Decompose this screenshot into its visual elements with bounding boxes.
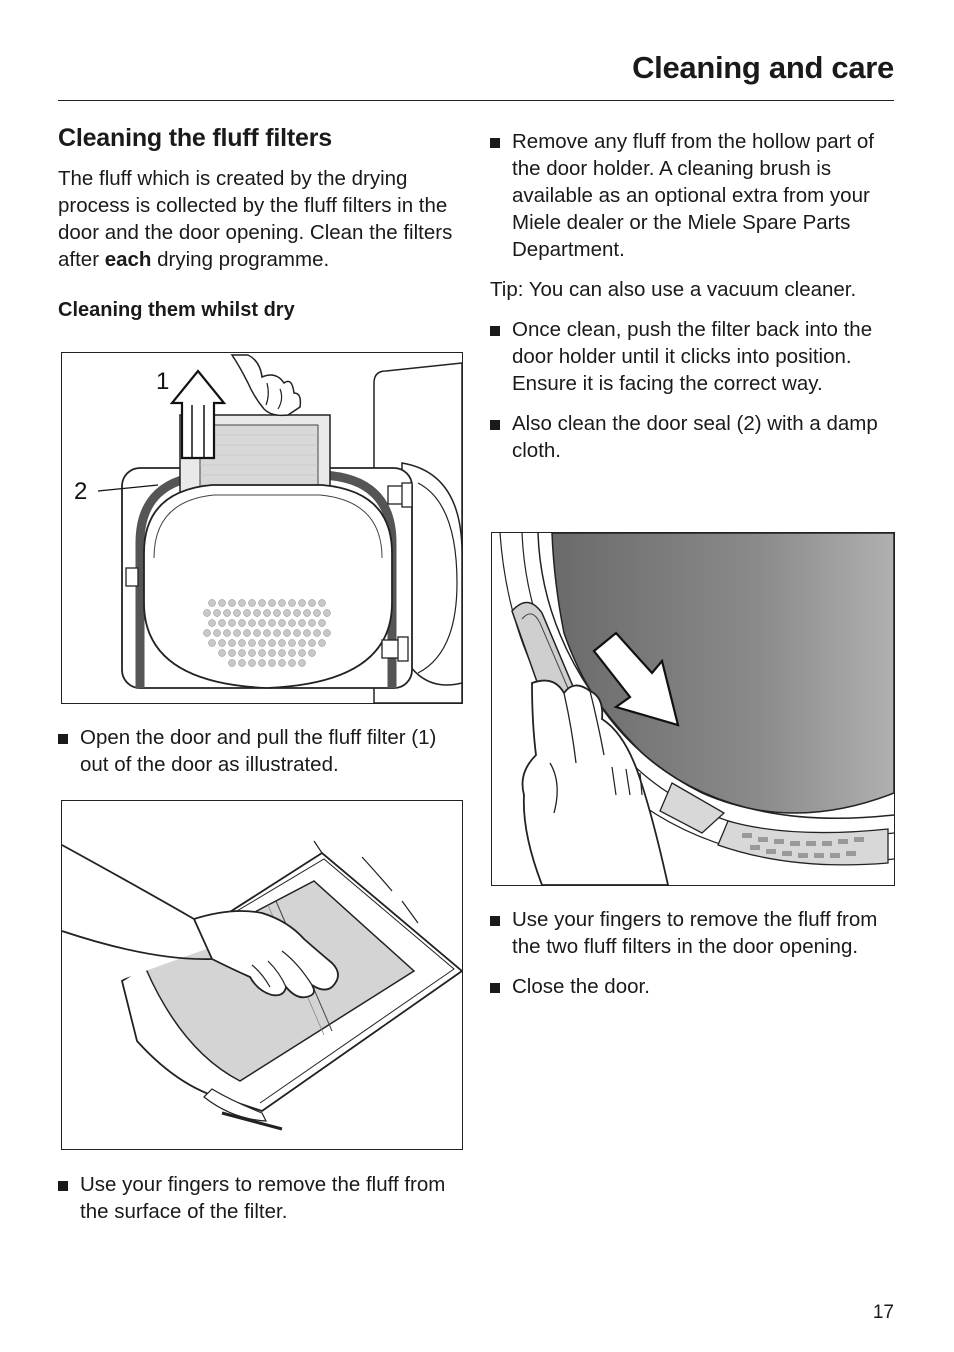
step-clean-door-seal: Also clean the door seal (2) with a damp… (490, 410, 900, 464)
section-heading: Cleaning the fluff filters (58, 124, 332, 152)
wipe-filter-illustration (62, 840, 462, 1131)
pull-filter-illustration: 1 2 (74, 354, 462, 703)
label-arrow-number: 1 (156, 368, 169, 395)
tip-vacuum: Tip: You can also use a vacuum cleaner. (490, 278, 857, 301)
left-column: Cleaning the fluff filters The fluff whi… (58, 120, 468, 322)
step-remove-fluff-surface: Use your fingers to remove the fluff fro… (58, 1171, 458, 1225)
step-close-door: Close the door. (490, 973, 900, 1000)
subheading: Cleaning them whilst dry (58, 299, 295, 321)
label-seal-number: 2 (74, 478, 87, 505)
step-remove-fluff-holder: Remove any fluff from the hollow part of… (490, 128, 900, 263)
figure-pull-filter: 1 2 (61, 352, 463, 704)
figure-door-opening (491, 532, 895, 886)
step-push-filter-back: Once clean, push the filter back into th… (490, 316, 900, 397)
page-title: Cleaning and care (632, 50, 894, 85)
right-column: Remove any fluff from the hollow part of… (490, 128, 900, 464)
door-opening-illustration (499, 533, 894, 885)
step-remove-fluff-door-opening: Use your fingers to remove the fluff fro… (490, 906, 900, 960)
intro-emphasis: each (104, 248, 152, 271)
step-open-door: Open the door and pull the fluff filter … (58, 724, 458, 778)
intro-paragraph: The fluff which is created by the drying… (58, 167, 453, 271)
figure-wipe-filter (61, 800, 463, 1150)
header-divider (58, 100, 894, 101)
page-number: 17 (872, 1302, 894, 1323)
